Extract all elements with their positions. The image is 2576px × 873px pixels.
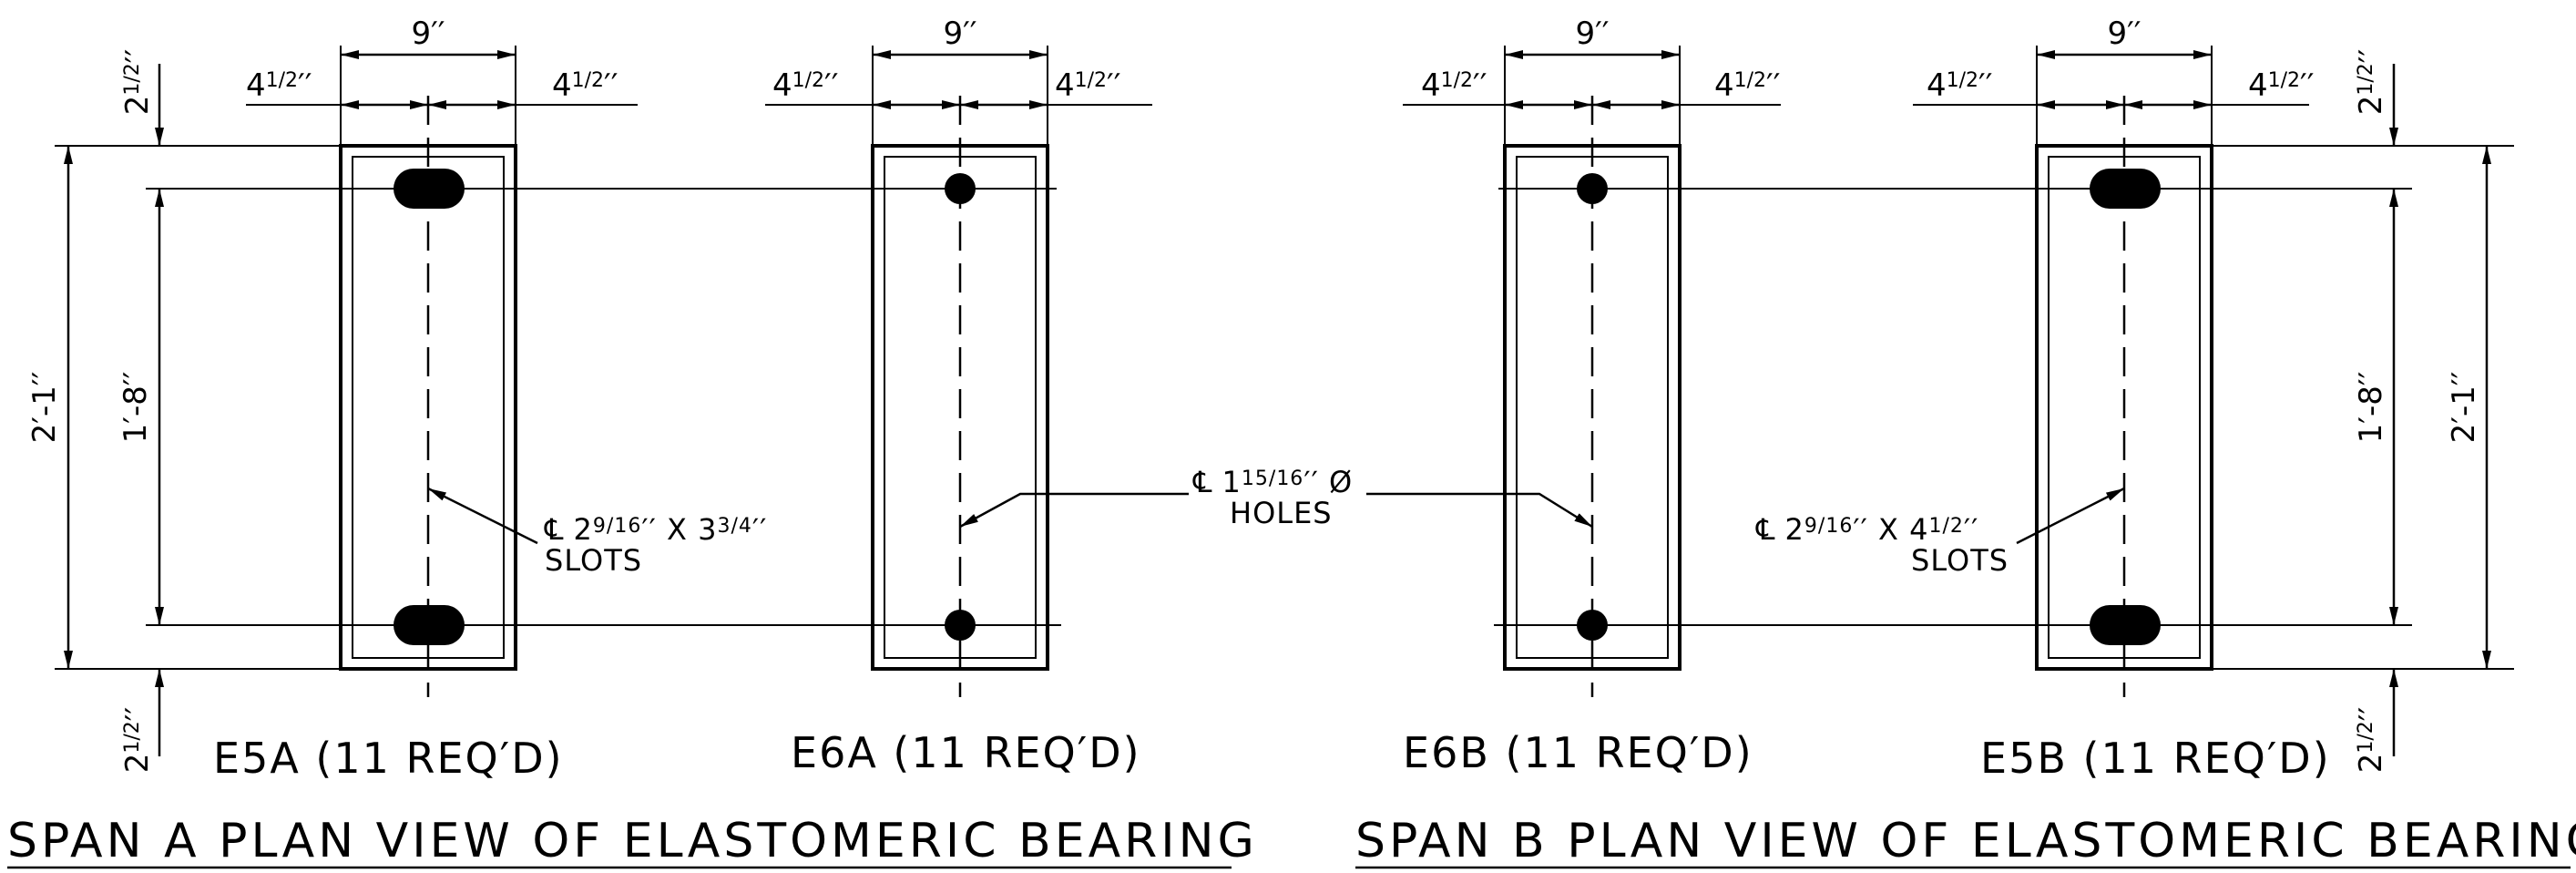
title-span-a: SPAN A PLAN VIEW OF ELASTOMERIC BEARING <box>7 814 1258 869</box>
dim-width-e6a: 9′′ <box>943 15 976 52</box>
centerline-symbol: ℄ <box>1755 512 1776 547</box>
bearing-e6b <box>1503 96 1682 697</box>
vertical-dimensions <box>64 64 2491 756</box>
svg-text:41/2′′: 41/2′′ <box>772 67 839 104</box>
callout-slot-b: ℄29/16′′ X 41/2′′ SLOTS <box>1755 512 2009 578</box>
svg-text:SLOTS: SLOTS <box>1911 543 2009 578</box>
svg-text:41/2′′: 41/2′′ <box>1421 67 1487 104</box>
dim-width-e5a: 9′′ <box>411 15 445 52</box>
leader-lines <box>427 487 2125 545</box>
bearing-e5b <box>2035 96 2213 697</box>
callout-slot-a: ℄29/16′′ X 33/4′′ SLOTS <box>544 512 767 578</box>
svg-text:21/2′′: 21/2′′ <box>119 707 156 774</box>
callout-holes: ℄115/16′′ Ø HOLES <box>1192 465 1353 530</box>
bearing-label-e5b: E5B (11 REQ′D) <box>1980 734 2331 783</box>
bearing-label-e5a: E5A (11 REQ′D) <box>213 734 564 783</box>
bearing-label-e6a: E6A (11 REQ′D) <box>791 728 1141 777</box>
dim-hole-spacing-right: 1′-8′′ <box>2353 372 2389 444</box>
bearing-label-e6b: E6B (11 REQ′D) <box>1403 728 1753 777</box>
dim-width-e5b: 9′′ <box>2107 15 2141 52</box>
extension-lines <box>55 46 2514 670</box>
svg-text:℄29/16′′ X 41/2′′: ℄29/16′′ X 41/2′′ <box>1755 512 1978 547</box>
svg-text:41/2′′: 41/2′′ <box>246 67 312 104</box>
svg-text:41/2′′: 41/2′′ <box>1055 67 1121 104</box>
svg-text:41/2′′: 41/2′′ <box>552 67 618 104</box>
bearing-e6a <box>871 96 1049 697</box>
title-span-b-text: SPAN B PLAN VIEW OF ELASTOMERIC BEARING <box>1355 814 2576 868</box>
dim-plate-length-right: 2′-1′′ <box>2446 372 2482 444</box>
centerline-symbol: ℄ <box>1192 465 1213 499</box>
svg-text:℄29/16′′ X 33/4′′: ℄29/16′′ X 33/4′′ <box>544 512 767 547</box>
dim-width-e6b: 9′′ <box>1575 15 1609 52</box>
title-span-a-text: SPAN A PLAN VIEW OF ELASTOMERIC BEARING <box>7 814 1258 868</box>
svg-text:℄115/16′′ Ø: ℄115/16′′ Ø <box>1192 465 1353 499</box>
svg-text:SLOTS: SLOTS <box>545 543 642 578</box>
centerline-symbol: ℄ <box>544 512 565 547</box>
svg-text:21/2′′: 21/2′′ <box>2353 707 2389 774</box>
dim-half-widths: 41/2′′ 41/2′′ 41/2′′ 41/2′′ 41/2′′ 41/2′… <box>246 67 2315 104</box>
width-dimensions <box>246 50 2309 109</box>
svg-text:41/2′′: 41/2′′ <box>1714 67 1781 104</box>
dim-hole-spacing-left: 1′-8′′ <box>118 372 154 444</box>
bearing-e5a <box>339 96 517 697</box>
svg-text:21/2′′: 21/2′′ <box>2353 49 2389 116</box>
dim-plate-length-left: 2′-1′′ <box>26 372 63 444</box>
title-span-b: SPAN B PLAN VIEW OF ELASTOMERIC BEARING <box>1355 814 2576 869</box>
svg-text:21/2′′: 21/2′′ <box>119 49 156 116</box>
svg-text:HOLES: HOLES <box>1230 496 1333 530</box>
dim-edge-distances: 21/2′′ 21/2′′ 21/2′′ 21/2′′ <box>119 49 2389 774</box>
svg-text:41/2′′: 41/2′′ <box>1927 67 1993 104</box>
svg-text:41/2′′: 41/2′′ <box>2248 67 2315 104</box>
